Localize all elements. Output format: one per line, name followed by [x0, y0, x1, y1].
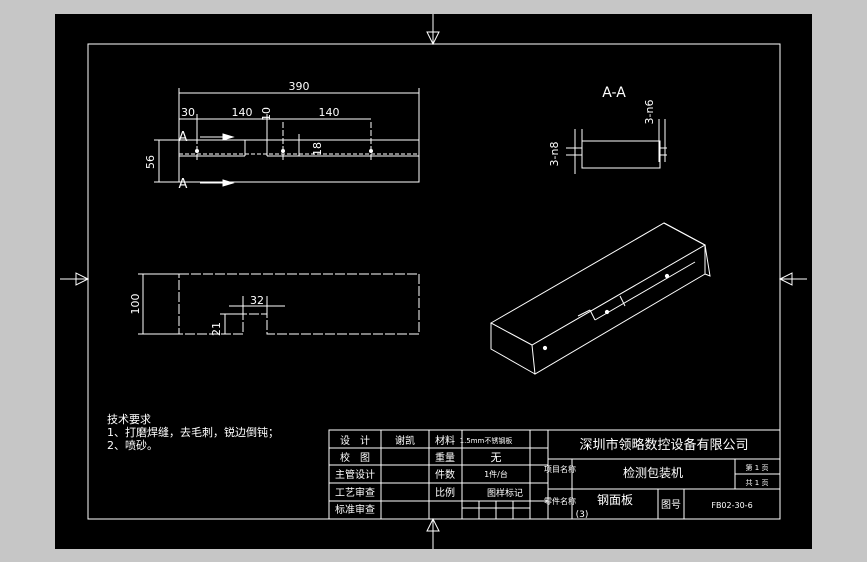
hole-label-left: 3-n8 [548, 142, 561, 167]
value-design: 谢凯 [395, 434, 415, 447]
value-scale: 图样标记 [487, 487, 523, 499]
value-material: 1.5mm不锈钢板 [460, 436, 513, 445]
label-material: 材料 [435, 434, 455, 447]
technical-notes: 技术要求 1、打磨焊缝，去毛刺，锐边倒钝； 2、喷砂。 [107, 413, 279, 452]
dim-21: 21 [210, 322, 223, 336]
label-project: 项目名称 [544, 464, 576, 474]
front-view: 100 32 21 [129, 273, 420, 336]
value-count: 1件/台 [484, 469, 508, 479]
tech-line-2: 2、喷砂。 [107, 439, 158, 452]
cad-drawing: 390 30 140 140 10 56 18 A A A-A 3-n8 3-n… [60, 14, 807, 549]
tech-line-1: 1、打磨焊缝，去毛刺，锐边倒钝； [107, 425, 279, 439]
tech-title: 技术要求 [107, 413, 151, 426]
label-chief: 主管设计 [335, 468, 375, 481]
section-label: A-A [602, 85, 626, 101]
value-part-sub: (3) [576, 510, 589, 520]
section-view: A-A 3-n8 3-n6 [548, 85, 667, 174]
section-mark-bottom: A [179, 177, 188, 192]
sheet-total: 共 1 页 [746, 478, 769, 487]
dim-32: 32 [250, 294, 264, 307]
label-process: 工艺审查 [335, 486, 375, 499]
drawing-sheet: 390 30 140 140 10 56 18 A A A-A 3-n8 3-n… [55, 14, 812, 549]
title-block: 设 计 谢凯 校 图 主管设计 工艺审查 标准审查 材料 1.5mm不锈钢板 重… [328, 429, 781, 520]
value-weight: 无 [491, 451, 502, 464]
dim-overall: 390 [289, 80, 310, 93]
label-part: 零件名称 [544, 496, 576, 506]
label-scale: 比例 [435, 486, 455, 499]
label-standard: 标准审查 [335, 503, 375, 516]
isometric-view [489, 222, 711, 375]
value-project: 检测包装机 [623, 465, 683, 480]
value-drawing-no: FB02-30-6 [711, 501, 752, 510]
label-count: 件数 [435, 468, 455, 481]
section-mark-top: A [179, 130, 188, 145]
dim-140a: 140 [232, 106, 253, 119]
dim-56: 56 [144, 155, 157, 169]
value-part: 钢面板 [597, 493, 633, 507]
hole-label-right: 3-n6 [643, 100, 656, 125]
company-name: 深圳市领略数控设备有限公司 [579, 437, 748, 453]
dim-10: 10 [260, 107, 273, 121]
centering-marks [60, 14, 807, 549]
label-design: 设 计 [340, 434, 370, 447]
sheet-number: 第 1 页 [746, 463, 769, 472]
dim-140b: 140 [319, 106, 340, 119]
label-drawing-no: 图号 [661, 499, 681, 511]
dim-100: 100 [129, 294, 142, 315]
label-check: 校 图 [340, 451, 370, 464]
dim-30: 30 [181, 106, 195, 119]
dim-18: 18 [311, 142, 324, 156]
label-weight: 重量 [435, 451, 455, 464]
top-view: 390 30 140 140 10 56 18 A A [144, 80, 420, 192]
